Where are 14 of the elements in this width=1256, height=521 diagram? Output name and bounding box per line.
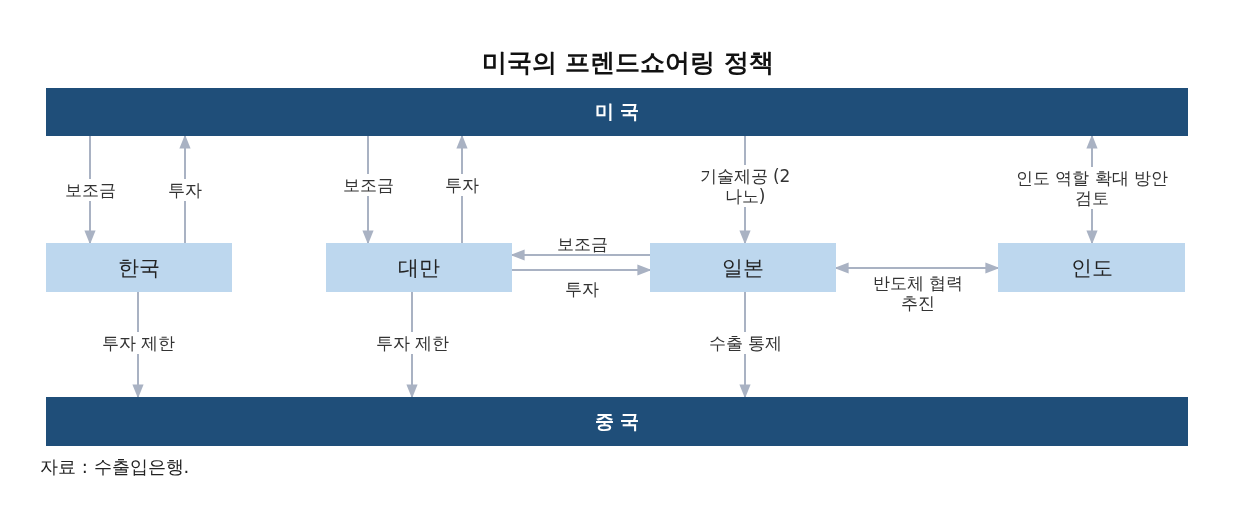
country-band: 중 국 (46, 397, 1188, 446)
edge-label: 투자 (443, 174, 481, 197)
country-box: 대만 (326, 243, 512, 292)
arrow (511, 264, 652, 276)
edge-label: 반도체 협력 추진 (871, 271, 965, 315)
edge-label: 투자 (564, 278, 600, 301)
country-box: 인도 (998, 243, 1185, 292)
edge-label: 보조금 (555, 233, 609, 256)
edge-label: 투자 (166, 179, 204, 202)
source-caption: 자료 : 수출입은행. (40, 455, 190, 479)
country-box: 한국 (46, 243, 232, 292)
country-box: 일본 (650, 243, 836, 292)
diagram-title: 미국의 프렌드쇼어링 정책 (480, 47, 776, 79)
country-band: 미 국 (46, 88, 1188, 136)
